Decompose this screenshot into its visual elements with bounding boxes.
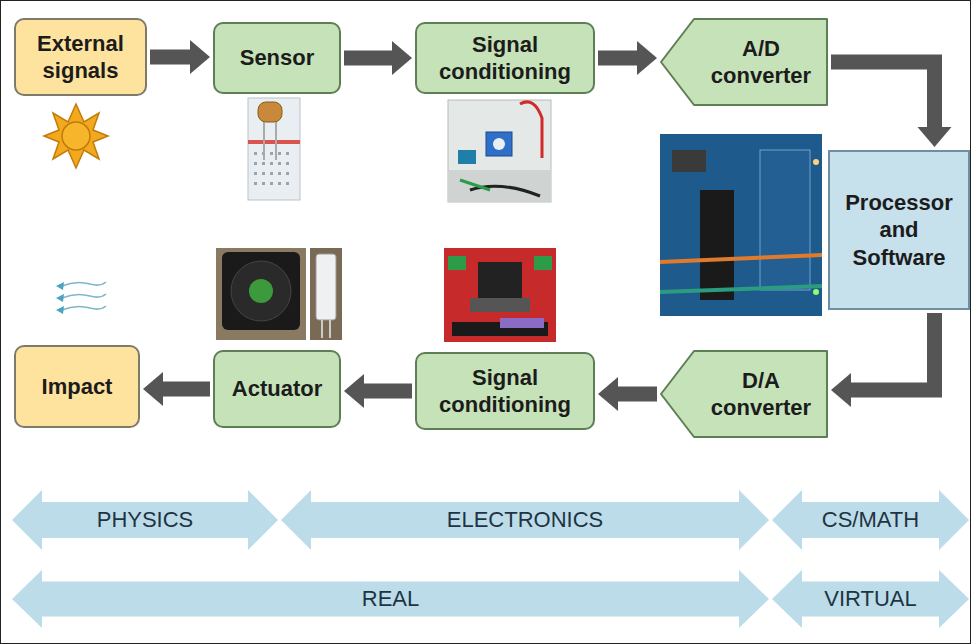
flow-arrow [831,313,935,407]
processor-box: Processor and Software [828,150,970,310]
shape-outline [12,570,769,628]
box-label: Signal conditioning [417,31,593,86]
box-label: Sensor [240,44,315,72]
domain-band: ELECTRONICS [281,490,769,550]
arduino-photo [660,134,822,316]
arrow-shaft [362,384,412,399]
arrow-head [598,377,618,411]
pentagon-shape [660,350,828,438]
motor-driver-photo [444,248,556,342]
converter-pentagon: D/A converter [660,350,828,438]
process-box: Sensor [213,22,341,94]
flow-arrow [344,374,412,408]
shape-outline [661,19,827,105]
domain-band: VIRTUAL [772,570,969,628]
box-label: External signals [16,30,145,85]
process-box: Signal conditioning [415,22,595,94]
breadboard-photo [448,100,551,202]
shape-outline [772,570,969,628]
flow-arrow [143,372,210,406]
domain-band: PHYSICS [12,490,278,550]
flow-arrow [831,62,952,147]
arrow-shaft [344,51,394,66]
domain-band: REAL [12,570,769,628]
domain-band: CS/MATH [772,490,969,550]
box-label: Signal conditioning [417,364,593,419]
shape-outline [12,490,278,550]
arrow-head [392,41,412,75]
wind-icon [56,282,106,314]
arrow-shaft [598,51,639,66]
band-label: CS/MATH [822,506,919,534]
resistor-photo [310,248,342,340]
shape-outline [772,490,969,550]
band-label: REAL [362,585,419,613]
pentagon-shape [660,18,828,106]
band-label: PHYSICS [97,506,194,534]
band-label: ELECTRONICS [447,506,603,534]
arrow-shaft [161,382,210,397]
arrow-head [918,127,952,147]
input-box: External signals [14,18,147,96]
box-label: Impact [42,373,113,401]
band-label: VIRTUAL [824,585,917,613]
output-box: Impact [14,345,140,428]
arrow-head [143,372,163,406]
shape-outline [661,351,827,437]
arrow-shaft [616,387,657,402]
arrow-shaft [831,62,935,129]
arrow-head [637,41,657,75]
flow-arrow [150,40,210,74]
box-label: A/D converter [702,35,820,90]
arrow-head [190,40,210,74]
arrow-head [831,373,851,407]
sensor-photo [248,98,300,200]
process-box: Actuator [213,350,341,428]
fan-photo [216,248,306,340]
flow-arrow [598,377,657,411]
box-label: Processor and Software [840,189,958,272]
arrow-head [344,374,364,408]
arrow-shaft [849,313,935,390]
arrow-shaft [150,50,192,65]
shape-outline [281,490,769,550]
flow-arrow [344,41,412,75]
flow-arrow [598,41,657,75]
box-label: Actuator [232,375,322,403]
process-box: Signal conditioning [415,352,595,430]
converter-pentagon: A/D converter [660,18,828,106]
box-label: D/A converter [702,367,820,422]
sun-icon [44,104,108,168]
